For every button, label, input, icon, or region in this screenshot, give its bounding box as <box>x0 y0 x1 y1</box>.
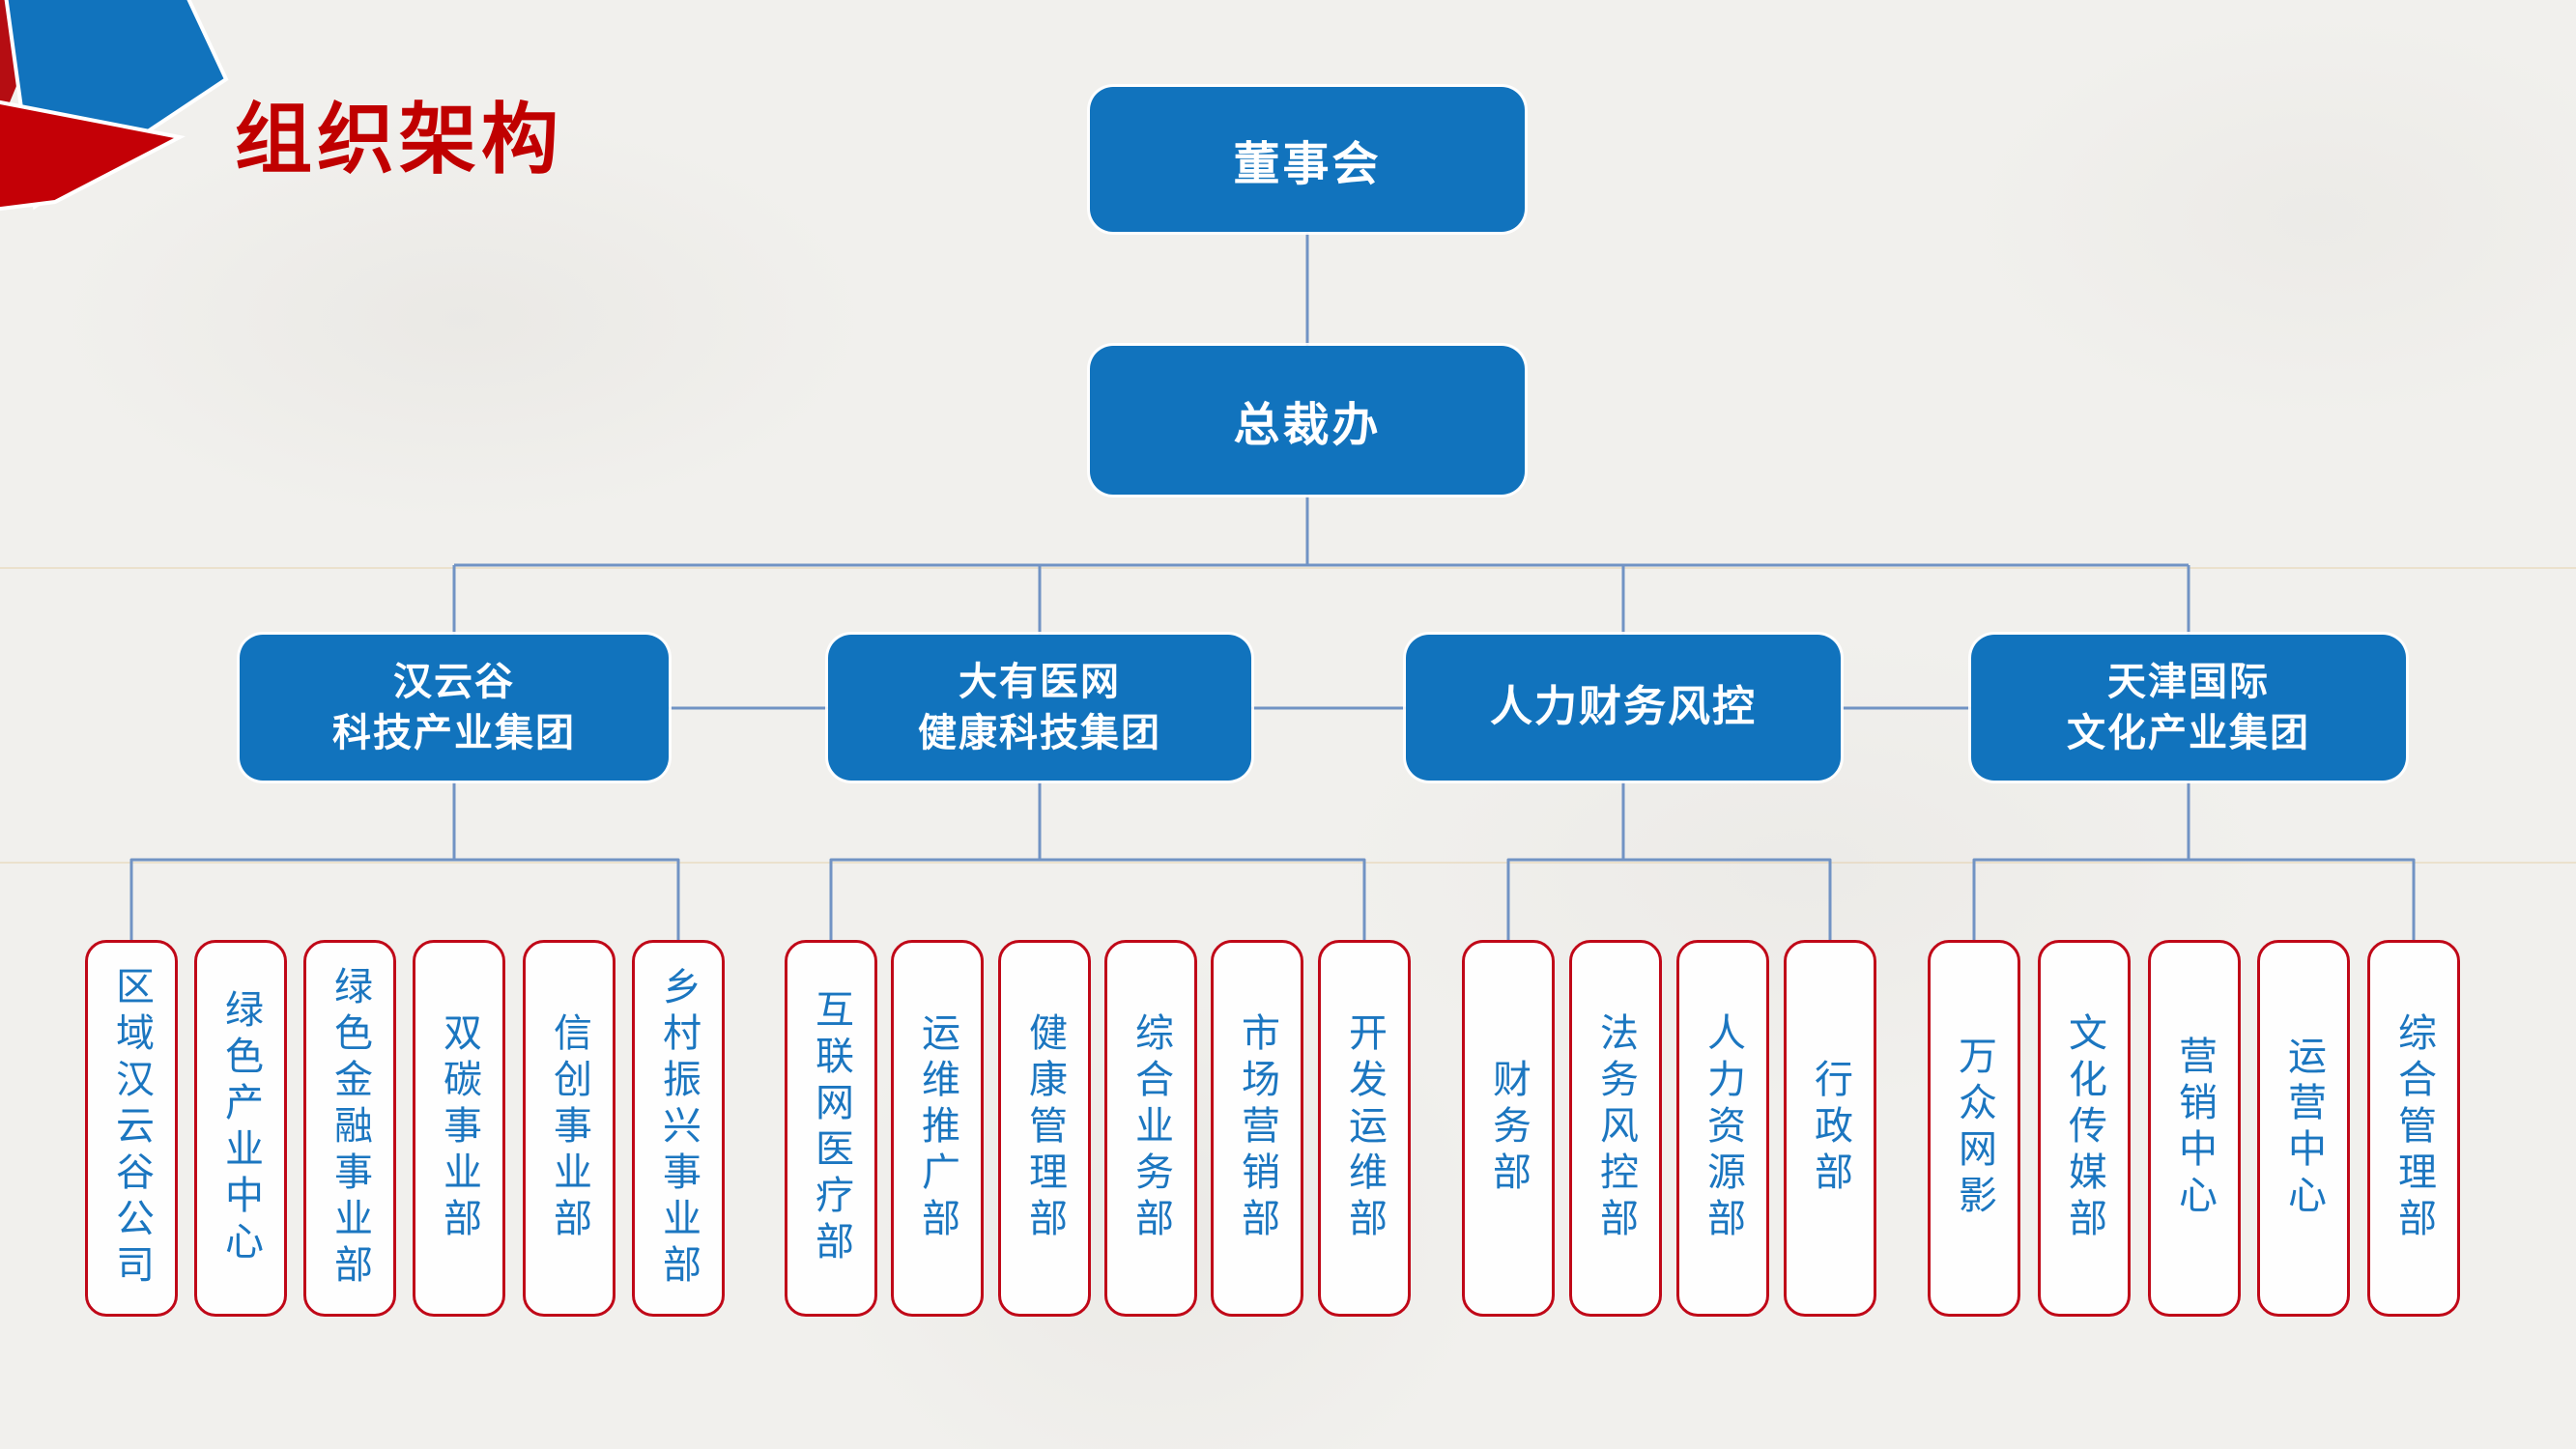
group-box-hr-finance-risk: 人力财务风控 <box>1406 635 1841 781</box>
dept-box: 财务部 <box>1462 940 1555 1317</box>
dept-box: 绿色金融事业部 <box>303 940 396 1317</box>
dept-box: 绿色产业中心 <box>194 940 287 1317</box>
dept-box: 行政部 <box>1784 940 1876 1317</box>
dept-box: 互联网医疗部 <box>785 940 877 1317</box>
group-box-dayouyiwang: 大有医网 健康科技集团 <box>828 635 1251 781</box>
dept-box: 人力资源部 <box>1676 940 1769 1317</box>
dept-box: 法务风控部 <box>1569 940 1662 1317</box>
background-guide-line <box>0 862 2576 864</box>
dept-box: 文化传媒部 <box>2038 940 2131 1317</box>
group-box-tianjin-international: 天津国际 文化产业集团 <box>1971 635 2406 781</box>
dept-box: 万众网影 <box>1928 940 2020 1317</box>
node-board-of-directors: 董事会 <box>1090 87 1525 232</box>
group-box-hanyungu: 汉云谷 科技产业集团 <box>240 635 669 781</box>
dept-box: 运维推广部 <box>891 940 984 1317</box>
dept-box: 区域汉云谷公司 <box>85 940 178 1317</box>
dept-box: 综合管理部 <box>2367 940 2460 1317</box>
dept-box: 乡村振兴事业部 <box>632 940 725 1317</box>
dept-box: 开发运维部 <box>1318 940 1411 1317</box>
background-guide-line <box>0 567 2576 569</box>
dept-box: 信创事业部 <box>523 940 615 1317</box>
dept-box: 市场营销部 <box>1211 940 1303 1317</box>
node-president-office: 总裁办 <box>1090 346 1525 495</box>
page-title: 组织架构 <box>235 97 563 183</box>
dept-box: 运营中心 <box>2257 940 2350 1317</box>
dept-box: 双碳事业部 <box>413 940 505 1317</box>
dept-box: 综合业务部 <box>1104 940 1197 1317</box>
dept-box: 健康管理部 <box>998 940 1091 1317</box>
dept-box: 营销中心 <box>2148 940 2241 1317</box>
